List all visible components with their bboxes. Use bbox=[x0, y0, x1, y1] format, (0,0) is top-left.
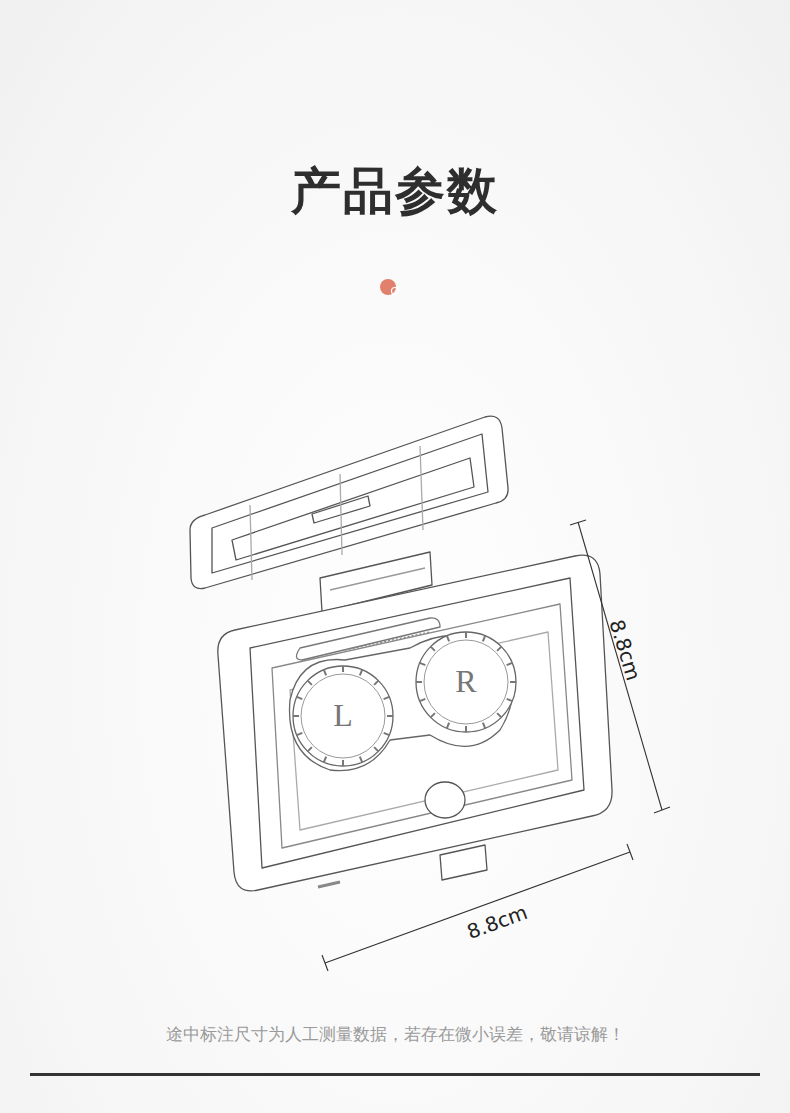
cap-grip bbox=[465, 726, 467, 732]
cap-grip bbox=[384, 697, 390, 699]
cap-grip bbox=[447, 636, 449, 642]
cap-grip bbox=[342, 666, 344, 672]
dimension-label: 8.8cm bbox=[464, 900, 531, 944]
push-button bbox=[425, 782, 465, 818]
cap-grip bbox=[510, 681, 516, 683]
cap-grip bbox=[447, 723, 449, 729]
base-tray bbox=[272, 604, 572, 848]
cap-grip bbox=[416, 681, 422, 683]
dimension-line bbox=[325, 852, 630, 963]
cap-grip bbox=[374, 681, 378, 685]
base-well bbox=[290, 632, 558, 830]
cap-grip bbox=[465, 632, 467, 638]
cap-grip bbox=[374, 747, 378, 751]
cap-rim bbox=[293, 666, 393, 766]
lid-facet bbox=[250, 505, 252, 580]
cap-grip bbox=[308, 681, 312, 685]
lid-facet bbox=[420, 446, 423, 530]
dimension-tick bbox=[322, 955, 328, 971]
cap-grip bbox=[387, 715, 393, 717]
base-outline bbox=[218, 555, 612, 891]
dimension-tick bbox=[570, 520, 586, 525]
hinge-line bbox=[330, 568, 425, 590]
cap-grip bbox=[483, 636, 485, 642]
cap-grip bbox=[483, 723, 485, 729]
latch bbox=[440, 845, 487, 880]
cap-grip bbox=[507, 663, 513, 665]
dimension-line bbox=[578, 522, 662, 810]
lid-mirror-window bbox=[232, 458, 474, 560]
lens-cap: L bbox=[291, 664, 395, 768]
cap-grip bbox=[293, 715, 299, 717]
cap-grip bbox=[297, 733, 303, 735]
cap-grip bbox=[420, 663, 426, 665]
lid-outline bbox=[190, 416, 508, 588]
cap-grip bbox=[324, 757, 326, 763]
cap-grip bbox=[297, 697, 303, 699]
cap-grip bbox=[497, 647, 501, 651]
lens-cap: R bbox=[414, 630, 518, 734]
cap-grip bbox=[360, 670, 362, 676]
side-letter: R bbox=[455, 664, 476, 699]
bottom-rule bbox=[30, 1073, 760, 1076]
page-title: 产品参数 bbox=[0, 158, 790, 225]
cap-grip bbox=[324, 670, 326, 676]
lid-facet bbox=[340, 474, 342, 555]
cap-grip bbox=[497, 713, 501, 717]
cap-grip bbox=[342, 760, 344, 766]
cap-rim bbox=[416, 632, 516, 732]
cap-grip bbox=[431, 713, 435, 717]
cap-grip bbox=[431, 647, 435, 651]
lid-inner-rim bbox=[212, 434, 488, 573]
accent-dot bbox=[380, 279, 396, 295]
vent-slot bbox=[318, 882, 340, 887]
dimension-label: 8.8cm bbox=[604, 617, 645, 684]
cap-grip bbox=[384, 733, 390, 735]
cap-inner bbox=[301, 674, 385, 758]
cap-grip bbox=[308, 747, 312, 751]
cap-grip bbox=[420, 699, 426, 701]
base-inner-rim bbox=[250, 578, 584, 868]
cap-grip bbox=[507, 699, 513, 701]
dimension-tick bbox=[627, 844, 633, 860]
accent-dot-ring bbox=[392, 288, 399, 295]
cap-inner bbox=[424, 640, 508, 724]
cap-grip bbox=[360, 757, 362, 763]
measurement-note: 途中标注尺寸为人工测量数据，若存在微小误差，敬请谅解！ bbox=[0, 1023, 790, 1046]
side-letter: L bbox=[333, 698, 353, 733]
dimension-tick bbox=[654, 807, 670, 813]
